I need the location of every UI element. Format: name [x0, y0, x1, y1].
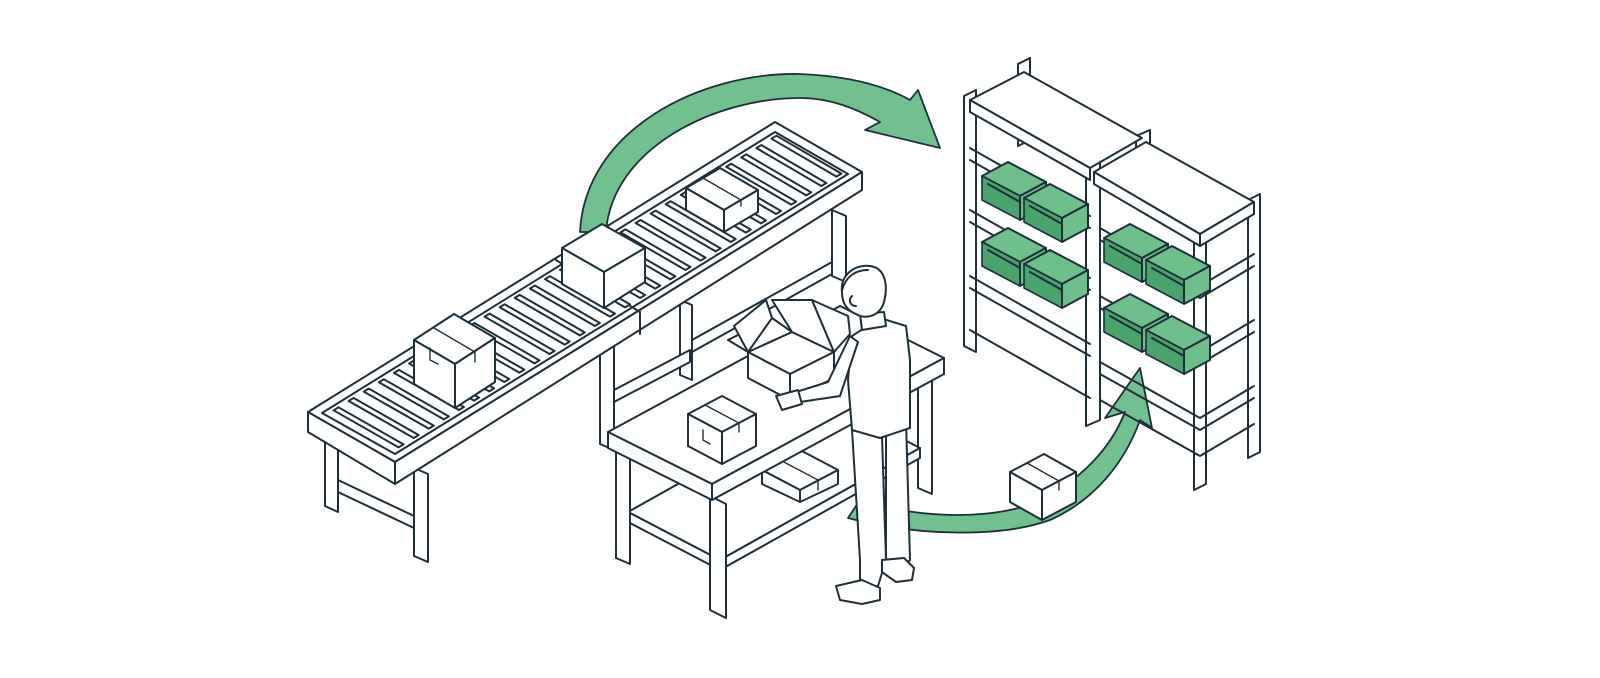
conveyor-roller: [483, 312, 556, 355]
conveyor-roller: [332, 406, 405, 449]
top-arrow: [579, 73, 941, 233]
storage-bin: [1145, 245, 1211, 305]
conveyor-roller: [649, 209, 722, 253]
conveyor-roller: [377, 378, 450, 421]
conveyor-roller: [740, 153, 813, 197]
conveyor-roller: [528, 284, 601, 327]
conveyor-roller: [664, 200, 737, 243]
conveyor-roller: [770, 134, 843, 178]
conveyor-roller: [634, 218, 707, 262]
conveyor-roller: [543, 275, 616, 318]
worker: [775, 264, 915, 605]
conveyor-roller: [755, 144, 828, 187]
conveyor-roller: [347, 396, 420, 439]
conveyor-roller: [513, 293, 586, 337]
conveyor-roller: [498, 303, 571, 346]
sealed-cardboard-box: [413, 167, 759, 409]
storage-bin: [1023, 183, 1089, 243]
open-cardboard-box: [727, 299, 851, 401]
sealed-cardboard-box: [1009, 453, 1077, 521]
green-storage-bins: [981, 161, 1211, 375]
storage-bin: [1023, 249, 1089, 309]
conveyor-roller: [725, 162, 798, 206]
storage-shelving: [963, 57, 1261, 491]
storage-bin: [1145, 315, 1211, 375]
sealed-cardboard-box: [687, 395, 757, 465]
conveyor-roller: [362, 387, 435, 430]
conveyor-roller: [619, 228, 692, 271]
